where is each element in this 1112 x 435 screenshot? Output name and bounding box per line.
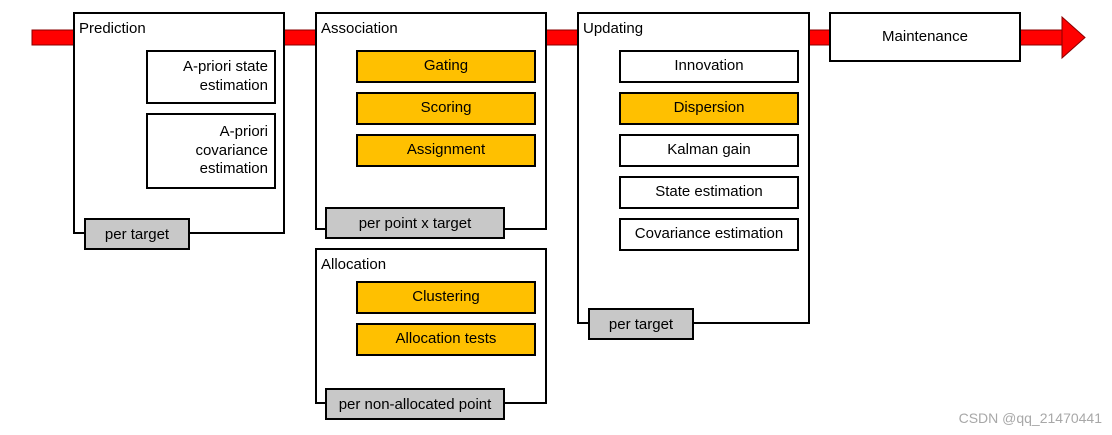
apriori-state-estimation-label: A-priori state estimation [182, 58, 268, 94]
assignment-block: Assignment [356, 134, 536, 167]
kalman-gain-label: Kalman gain [667, 141, 751, 159]
scoring-label: Scoring [420, 99, 472, 117]
maintenance-title: Maintenance [882, 27, 968, 45]
prediction-title: Prediction [79, 20, 146, 37]
association-scope-tag: per point x target [325, 207, 505, 239]
updating-scope-tag: per target [588, 308, 694, 340]
assignment-label: Assignment [406, 141, 486, 159]
clustering-block: Clustering [356, 281, 536, 314]
flow-arrow-head [1061, 15, 1086, 60]
association-title: Association [321, 20, 398, 37]
innovation-block: Innovation [619, 50, 799, 83]
dispersion-label: Dispersion [673, 99, 745, 117]
updating-title: Updating [583, 20, 644, 37]
state-estimation-label: State estimation [655, 183, 763, 201]
allocation-scope-tag: per non-allocated point [325, 388, 505, 420]
dispersion-block: Dispersion [619, 92, 799, 125]
gating-block: Gating [356, 50, 536, 83]
allocation-tests-block: Allocation tests [356, 323, 536, 356]
covariance-estimation-block: Covariance estimation [619, 218, 799, 251]
allocation-title: Allocation [321, 256, 387, 273]
state-estimation-block: State estimation [619, 176, 799, 209]
covariance-estimation-label: Covariance estimation [634, 225, 784, 243]
kalman-gain-block: Kalman gain [619, 134, 799, 167]
innovation-label: Innovation [674, 57, 744, 75]
apriori-covariance-estimation-block: A-priori covariance estimation [146, 113, 276, 189]
watermark: CSDN @qq_21470441 [958, 410, 1102, 426]
clustering-label: Clustering [412, 288, 480, 306]
prediction-scope-tag: per target [84, 218, 190, 250]
allocation-tests-label: Allocation tests [395, 330, 497, 348]
apriori-state-estimation-block: A-priori state estimation [146, 50, 276, 104]
maintenance-box: Maintenance [829, 12, 1021, 62]
apriori-covariance-estimation-label: A-priori covariance estimation [195, 122, 268, 178]
scoring-block: Scoring [356, 92, 536, 125]
gating-label: Gating [423, 57, 469, 75]
